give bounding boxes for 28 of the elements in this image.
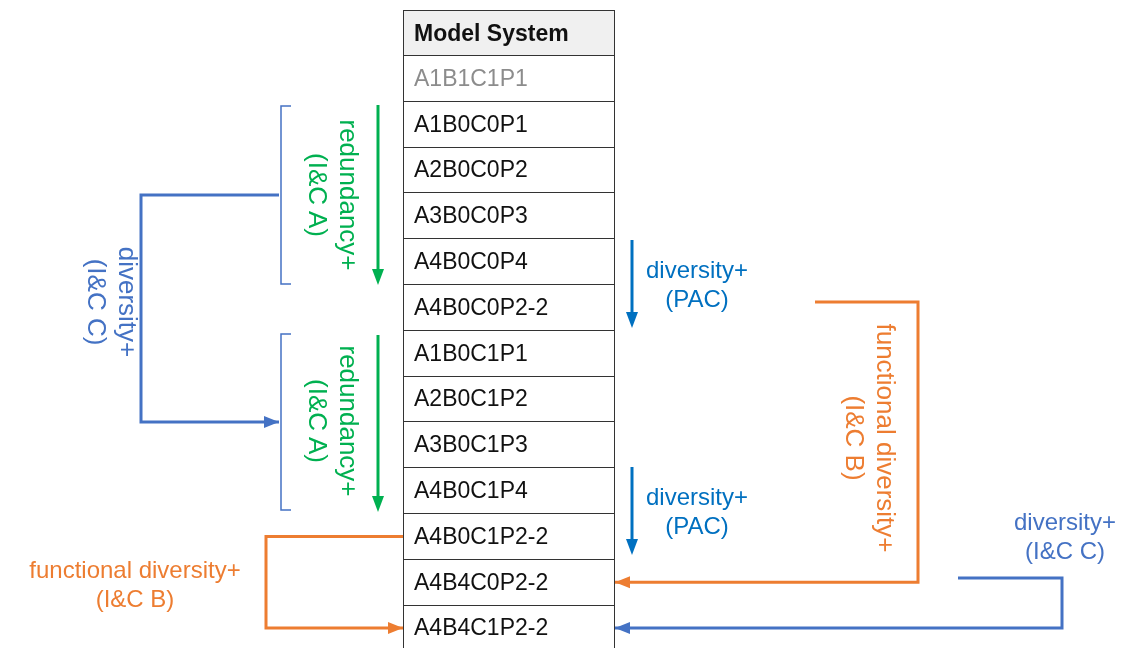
table-cell: A1B0C0P1	[403, 100, 615, 148]
edge-label: functional diversity+ (I&C B)	[839, 322, 902, 555]
bracket	[279, 333, 291, 511]
table-cell: A2B0C0P2	[403, 146, 615, 194]
edge-label: functional diversity+ (I&C B)	[28, 556, 242, 614]
connector-arrow	[615, 300, 920, 589]
edge-label: diversity+ (I&C C)	[1012, 508, 1117, 566]
table-cell: A4B4C0P2-2	[403, 558, 615, 606]
table-cell: A3B0C1P3	[403, 421, 615, 469]
connector-arrow	[264, 534, 403, 634]
annotation-label: diversity+ (PAC)	[644, 256, 749, 314]
table-cell: A4B4C1P2-2	[403, 604, 615, 648]
table-cell: A4B0C0P4	[403, 238, 615, 285]
connector-arrow	[139, 193, 279, 428]
table-cell: A4B0C1P2-2	[403, 513, 615, 560]
annotation-label: redundancy+ (I&C A)	[302, 344, 365, 499]
bracket	[279, 105, 291, 285]
table-header-cell: Model System	[403, 10, 615, 56]
table-cell: A4B0C1P4	[403, 467, 615, 514]
table-cell: A1B0C1P1	[403, 329, 615, 377]
table-cell: A4B0C0P2-2	[403, 284, 615, 331]
edge-label: diversity+ (I&C C)	[81, 245, 144, 360]
annotation-label: redundancy+ (I&C A)	[302, 118, 365, 273]
table-cell: A3B0C0P3	[403, 192, 615, 240]
connector-arrow	[615, 576, 1064, 634]
annotation-label: diversity+ (PAC)	[644, 483, 749, 541]
table-cell: A1B1C1P1	[403, 55, 615, 102]
table-cell: A2B0C1P2	[403, 375, 615, 423]
